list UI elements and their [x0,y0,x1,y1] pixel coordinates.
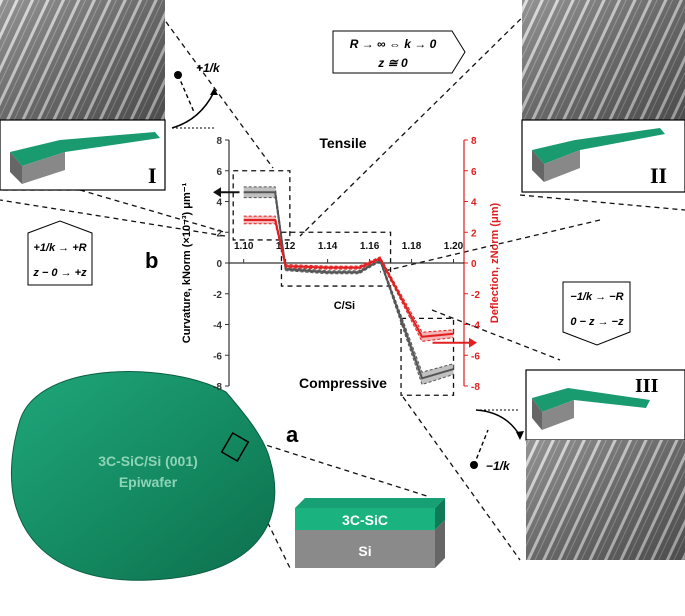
eq-right-line1: −1/k → −R [570,291,623,303]
layer-top-label: 3C-SiC [342,512,388,528]
tensile-label: Tensile [319,135,366,151]
x-tick-label: 1.16 [360,241,380,252]
right-axis-arrowhead [469,337,477,348]
y-tick-label-left: 8 [216,136,222,147]
eq-left-line1: +1/k → +R [33,242,86,254]
zoom-box-1 [232,170,291,241]
eq-top-line2: z ≅ 0 [377,56,408,70]
y-tick-label-right: 8 [471,136,477,147]
sem-image-2: II [521,0,685,193]
sem-image-3: III [525,369,685,560]
y-tick-label-right: -2 [471,290,480,301]
y-tick-label-right: -4 [471,321,480,332]
series-band [243,216,454,342]
zoom-box-2 [280,231,392,287]
x-tick-label: 1.10 [234,241,254,252]
curv-pos-label: +1/k [196,61,221,75]
compressive-label: Compressive [299,375,387,391]
layer-bottom-label: Si [358,543,371,559]
x-axis-label: C/Si [334,300,355,312]
curvature-glyph-negative: −1/k [470,409,524,473]
x-tick-label: 1.20 [444,241,464,252]
y-tick-label-left: -4 [213,321,222,332]
cantilever-model-2 [532,128,665,182]
wafer-title: 3C-SiC/Si (001) [98,453,198,469]
y-tick-label-right: -6 [471,351,480,362]
series-upper [243,186,454,373]
y-tick-label-left: 6 [216,167,222,178]
y-tick-label-left: 2 [216,228,222,239]
eq-right-line2: 0 − z → −z [570,316,624,328]
panel-label-a: a [286,422,299,447]
x-tick-label: 1.18 [402,241,422,252]
equation-box-left: +1/k → +R z − 0 → +z [27,220,93,286]
series-upper [243,215,454,333]
y-tick-label-right: -8 [471,382,480,393]
roman-label-2: II [650,163,667,188]
y-tick-label-left: 0 [216,259,222,270]
sem-image-1: I [0,0,166,191]
curvature-glyph-positive: +1/k [171,61,221,129]
equation-box-top: R → ∞ ⇔ k → 0 z ≅ 0 [332,30,466,74]
y-tick-label-right: 2 [471,228,477,239]
chart: 8 8 6 6 4 4 2 2 0 0 -2 -2 -4 -4 -6 -6 -8 -8 1.10 1.12 1.14 1.… [181,136,501,396]
panel-label-b: b [145,248,158,273]
equation-box-right: −1/k → −R 0 − z → −z [562,281,631,346]
eq-left-line2: z − 0 → +z [32,267,87,279]
wafer-subtitle: Epiwafer [119,474,178,490]
series-line [243,218,454,338]
zoom-box-3 [400,317,455,396]
wafer-selection-box [220,431,250,463]
series-lower [243,197,454,386]
y-tick-label-left: -6 [213,351,222,362]
y-tick-label-left: -8 [213,382,222,393]
y-axis-label-left: Curvature, kNorm (×10⁻³) μm⁻¹ [181,182,193,343]
curv-neg-label: −1/k [486,459,511,473]
roman-label-3: III [635,375,659,397]
x-tick-label: 1.14 [318,241,338,252]
layer-stack: 3C-SiC Si [295,498,445,568]
series-line [243,191,454,380]
eq-top-line1: R → ∞ ⇔ k → 0 [350,37,437,51]
wafer: 3C-SiC/Si (001) Epiwafer [11,371,276,581]
left-axis-arrowhead [213,187,221,198]
y-tick-label-right: 6 [471,167,477,178]
cantilever-model-3 [532,388,650,430]
y-tick-label-left: 4 [216,198,222,209]
x-tick-label: 1.12 [276,241,296,252]
y-tick-label-right: 0 [471,259,477,270]
y-tick-label-left: -2 [213,290,222,301]
cantilever-model-1 [10,132,160,184]
roman-label-1: I [148,163,157,188]
y-axis-label-right: Deflection, zNorm (μm) [489,202,501,323]
y-tick-label-right: 4 [471,198,477,209]
